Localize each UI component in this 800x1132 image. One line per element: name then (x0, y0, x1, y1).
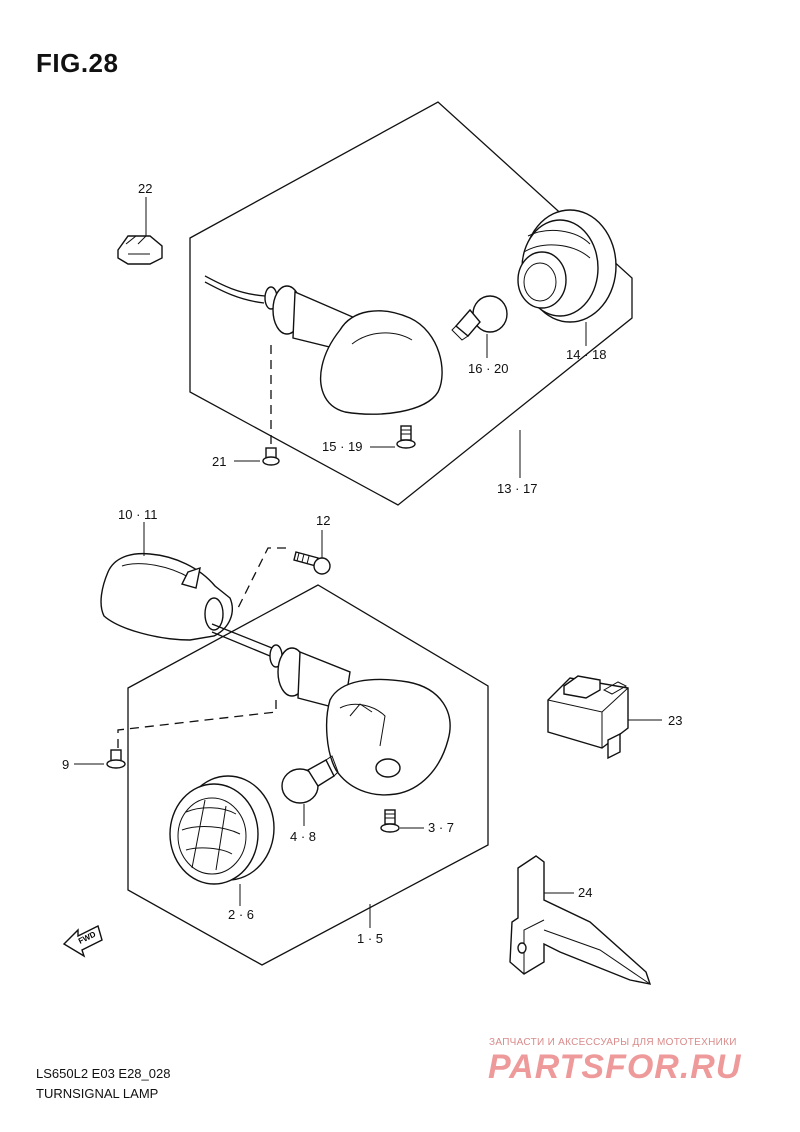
figure-name: TURNSIGNAL LAMP (36, 1086, 159, 1101)
watermark-subtitle: ЗАПЧАСТИ И АКСЕССУАРЫ ДЛЯ МОТОТЕХНИКИ (489, 1037, 737, 1048)
callout-4-8: 4 · 8 (290, 829, 317, 844)
upper-assembly-frame (189, 101, 633, 506)
callout-9: 9 (62, 757, 70, 772)
callout-16-20: 16 · 20 (468, 361, 509, 376)
screw-part-3-7 (380, 809, 424, 833)
callout-1-5: 1 · 5 (357, 931, 384, 946)
callout-24: 24 (578, 885, 593, 900)
upper-turnsignal-housing (204, 275, 443, 415)
bracket-part-10-11 (100, 522, 233, 641)
lower-assembly-frame (127, 584, 489, 966)
callout-10-11: 10 · 11 (118, 507, 158, 522)
screw-part-15-19 (370, 425, 416, 449)
bolt-part-12 (235, 530, 331, 613)
lower-bulb-part-4-8 (281, 755, 339, 826)
callout-15-19: 15 · 19 (322, 439, 363, 454)
callout-23: 23 (668, 713, 683, 728)
clip-part-22 (117, 197, 163, 265)
relay-part-23 (547, 675, 662, 760)
screw-part-9 (74, 749, 126, 769)
figure-code: LS650L2 E03 E28_028 (36, 1066, 171, 1081)
figure-title: FIG.28 (36, 48, 119, 78)
bracket-part-24 (509, 855, 652, 985)
watermark-logo: PARTSFOR.RU (488, 1048, 742, 1086)
lower-turnsignal-housing (211, 623, 451, 796)
callout-13-17: 13 · 17 (497, 481, 538, 496)
callout-2-6: 2 · 6 (228, 907, 255, 922)
callout-12: 12 (316, 513, 331, 528)
fwd-arrow-icon (62, 924, 103, 958)
callout-22: 22 (138, 181, 153, 196)
callout-3-7: 3 · 7 (428, 820, 455, 835)
lower-lens-part-2-6 (169, 775, 275, 906)
leader-9-dashed (117, 700, 277, 748)
callout-14-18: 14 · 18 (566, 347, 607, 362)
screw-part-21 (234, 345, 280, 466)
upper-bulb-part-16-20 (451, 295, 508, 358)
callout-21: 21 (212, 454, 227, 469)
upper-lens-part-14-18 (517, 209, 617, 346)
